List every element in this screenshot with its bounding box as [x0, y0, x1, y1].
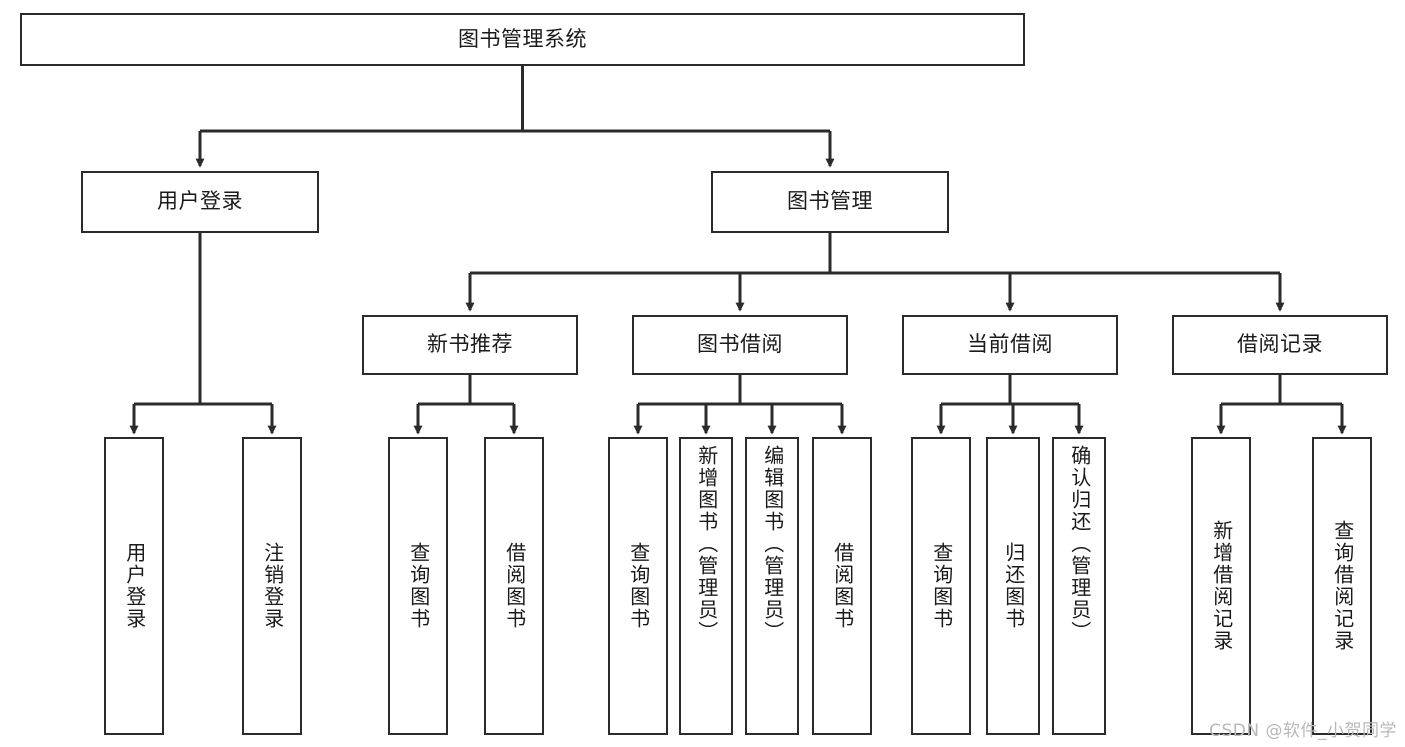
node-label: 图书管理 — [787, 189, 873, 214]
leaf-user-login[interactable]: 用户登录 — [104, 437, 164, 735]
node-label: 查询借阅记录 — [1330, 520, 1355, 652]
leaf-query-borrow-record[interactable]: 查询借阅记录 — [1312, 437, 1372, 735]
node-label: 用户登录 — [157, 189, 243, 214]
leaf-query-book-borrow[interactable]: 查询图书 — [608, 437, 668, 735]
node-label: 借阅图书 — [830, 542, 855, 630]
node-label: 查询图书 — [929, 542, 954, 630]
node-book-management[interactable]: 图书管理 — [711, 171, 949, 233]
leaf-confirm-return-admin[interactable]: 确认归还（管理员） — [1052, 437, 1106, 735]
node-label: 查询图书 — [406, 542, 431, 630]
node-root-system[interactable]: 图书管理系统 — [20, 13, 1025, 66]
leaf-add-book-admin[interactable]: 新增图书（管理员） — [679, 437, 733, 735]
leaf-edit-book-admin[interactable]: 编辑图书（管理员） — [745, 437, 799, 735]
leaf-add-borrow-record[interactable]: 新增借阅记录 — [1191, 437, 1251, 735]
leaf-borrow-book-recommend[interactable]: 借阅图书 — [484, 437, 544, 735]
leaf-borrow-book[interactable]: 借阅图书 — [812, 437, 872, 735]
node-label: 编辑图书（管理员） — [760, 445, 785, 643]
node-label: 确认归还（管理员） — [1067, 445, 1092, 643]
leaf-query-book-recommend[interactable]: 查询图书 — [388, 437, 448, 735]
node-label: 当前借阅 — [967, 332, 1053, 357]
node-current-borrow[interactable]: 当前借阅 — [902, 315, 1118, 375]
node-label: 用户登录 — [122, 542, 147, 630]
node-label: 新增借阅记录 — [1209, 520, 1234, 652]
node-user-login[interactable]: 用户登录 — [81, 171, 319, 233]
node-label: 注销登录 — [260, 542, 285, 630]
node-label: 归还图书 — [1001, 542, 1026, 630]
leaf-return-book[interactable]: 归还图书 — [986, 437, 1040, 735]
node-borrow-record[interactable]: 借阅记录 — [1172, 315, 1388, 375]
node-label: 新增图书（管理员） — [694, 445, 719, 643]
node-label: 新书推荐 — [427, 332, 513, 357]
node-book-borrow[interactable]: 图书借阅 — [632, 315, 848, 375]
node-label: 图书管理系统 — [458, 26, 587, 51]
node-label: 图书借阅 — [697, 332, 783, 357]
leaf-logout-login[interactable]: 注销登录 — [242, 437, 302, 735]
leaf-query-book-current[interactable]: 查询图书 — [911, 437, 971, 735]
csdn-watermark: CSDN @软件_小贺同学 — [1209, 721, 1397, 741]
node-label: 借阅图书 — [502, 542, 527, 630]
node-label: 查询图书 — [626, 542, 651, 630]
node-new-book-recommend[interactable]: 新书推荐 — [362, 315, 578, 375]
node-label: 借阅记录 — [1237, 332, 1323, 357]
